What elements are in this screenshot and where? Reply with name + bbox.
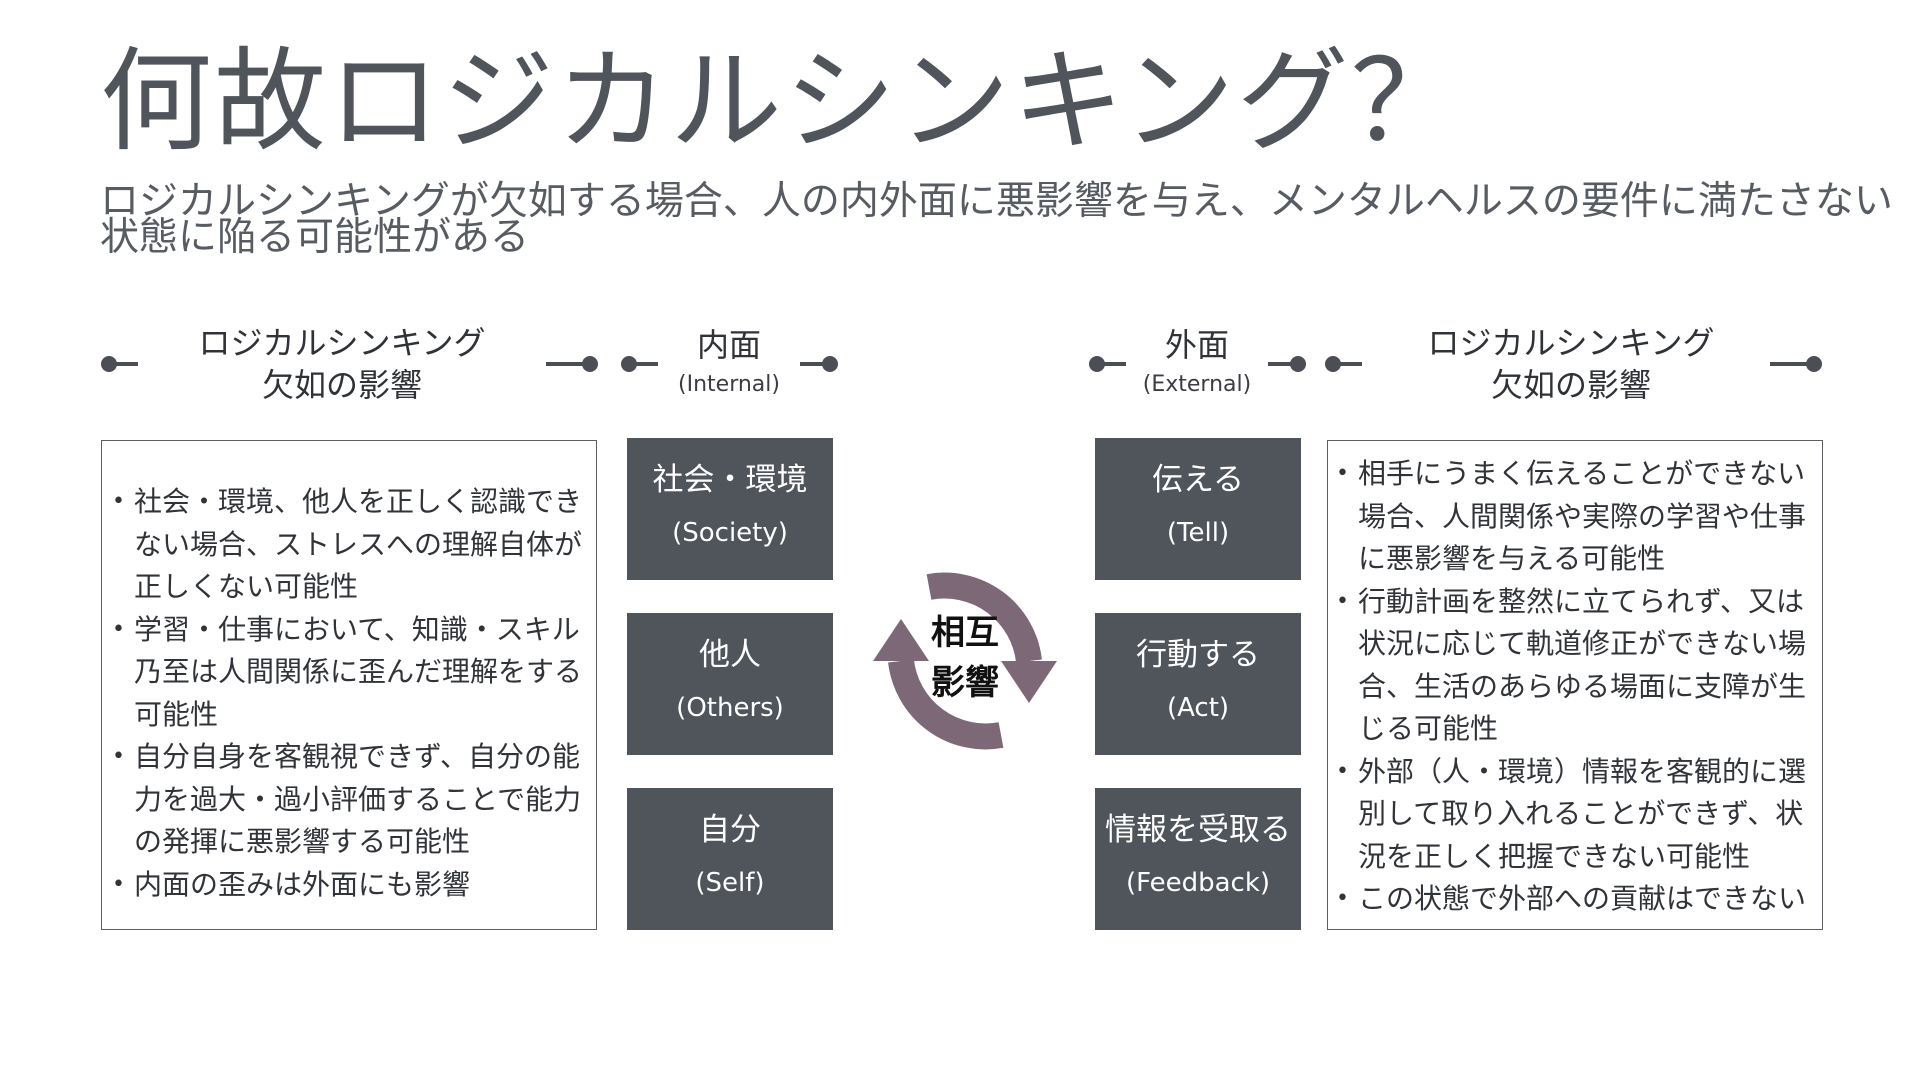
bullet-icon: • [1336,461,1349,486]
connector-line [1770,362,1814,366]
cycle-label: 相互 影響 [918,608,1012,708]
cycle-arc-bottom [888,659,1004,750]
left-panel-list: • 社会・環境、他人を正しく認識でき ない場合、ストレスへの理解自体が 正しくな… [110,481,588,906]
internal-heading-en: (Internal) [678,372,780,397]
right-heading-line-1: ロジカルシンキング [1427,324,1715,362]
list-item-line: 力を過大・過小評価することで能力 [134,782,582,816]
tile-label-en: (Feedback) [1125,868,1271,898]
external-tile-tell: 伝える (Tell) [1095,438,1301,580]
bullet-icon: • [112,489,125,514]
tile-label: 行動する [1136,637,1260,673]
tile-label-en: (Society) [672,518,788,548]
cycle-arrowhead-right [1001,661,1057,703]
list-item-line: 乃至は人間関係に歪んだ理解をする [134,655,583,688]
list-item-line: じる可能性 [1358,712,1499,745]
list-item: • 相手にうまく伝えることができない 場合、人間関係や実際の学習や仕事 に悪影響… [1334,453,1814,581]
list-item: • 行動計画を整然に立てられず、又は 状況に応じて軌道修正ができない場 合、生活… [1334,581,1814,751]
tile-label-en: (Self) [695,868,765,898]
list-item-line: 行動計画を整然に立てられず、又は [1358,584,1805,618]
tile-label: 社会・環境 [652,462,808,498]
list-item: • 学習・仕事において、知識・スキル 乃至は人間関係に歪んだ理解をする 可能性 [110,609,588,737]
subtitle-line-2: 状態に陥る可能性がある [100,215,530,260]
left-heading-line-2: 欠如の影響 [261,366,422,404]
right-heading-line-2: 欠如の影響 [1490,366,1651,404]
list-item-line: 合、生活のあらゆる場面に支障が生 [1358,669,1807,703]
page-subtitle: ロジカルシンキングが欠如する場合、人の内外面に悪影響を与え、メンタルヘルスの要件… [100,179,1893,260]
connector-dot [1806,356,1822,372]
list-item: • この状態で外部への貢献はできない [1334,878,1814,921]
connector-dot [1089,356,1105,372]
bullet-icon: • [112,744,125,769]
tile-label-en: (Tell) [1166,518,1230,548]
list-item-line: ない場合、ストレスへの理解自体が [134,527,583,561]
connector-line [1336,362,1362,366]
list-item: • 社会・環境、他人を正しく認識でき ない場合、ストレスへの理解自体が 正しくな… [110,481,588,609]
tile-label-en: (Act) [1166,693,1230,723]
left-panel-box: • 社会・環境、他人を正しく認識でき ない場合、ストレスへの理解自体が 正しくな… [101,440,597,930]
tile-label: 他人 [699,637,761,673]
list-item-line: 学習・仕事において、知識・スキル [134,612,580,646]
list-item: • 外部（人・環境）情報を客観的に選 別して取り入れることができず、状 況を正し… [1334,751,1814,879]
list-item-line: に悪影響を与える可能性 [1358,542,1666,575]
right-panel-list: • 相手にうまく伝えることができない 場合、人間関係や実際の学習や仕事 に悪影響… [1334,453,1814,921]
connector-line [800,362,826,366]
list-item-line: 場合、人間関係や実際の学習や仕事 [1358,499,1807,533]
bullet-icon: • [1336,588,1349,614]
tile-label: 情報を受取る [1105,812,1291,848]
connector-dot [582,356,598,372]
internal-heading: 内面 (Internal) [660,324,798,400]
cycle-arrowhead-left [873,619,929,661]
external-tile-feedback: 情報を受取る (Feedback) [1095,788,1301,930]
external-heading-en: (External) [1142,372,1252,397]
connector-line [1100,362,1126,366]
connector-dot [822,356,838,372]
bullet-icon: • [112,871,125,897]
list-item-line: この状態で外部への貢献はできない [1358,882,1807,915]
connector-line [546,362,590,366]
internal-tile-self: 自分 (Self) [627,788,833,930]
internal-tile-others: 他人 (Others) [627,613,833,755]
bullet-icon: • [112,616,125,642]
list-item-line: 正しくない可能性 [134,570,359,603]
right-panel-heading: ロジカルシンキング 欠如の影響 [1376,322,1766,406]
list-item-line: 状況に応じて軌道修正ができない場 [1358,627,1807,660]
list-item-line: の発揮に悪影響する可能性 [134,825,471,858]
list-item-line: 外部（人・環境）情報を客観的に選 [1358,754,1807,788]
connector-dot [1325,356,1341,372]
connector-line [1268,362,1294,366]
list-item-line: 況を正しく把握できない可能性 [1358,839,1751,873]
external-tile-act: 行動する (Act) [1095,613,1301,755]
mutual-influence-cycle-icon [873,572,1057,750]
connector-dot [621,356,637,372]
internal-tile-society: 社会・環境 (Society) [627,438,833,580]
tile-label-en: (Others) [676,693,784,723]
list-item: • 自分自身を客観視できず、自分の能 力を過大・過小評価することで能力 の発揮に… [110,736,588,864]
tile-label: 伝える [1151,462,1245,498]
list-item: • 内面の歪みは外面にも影響 [110,864,588,907]
left-panel-heading: ロジカルシンキング 欠如の影響 [150,322,534,406]
list-item-line: 可能性 [134,697,219,731]
list-item-line: 別して取り入れることができず、状 [1358,797,1804,830]
cycle-label-line-1: 相互 [931,613,999,653]
connector-dot [1290,356,1306,372]
bullet-icon: • [1336,886,1349,911]
list-item-line: 内面の歪みは外面にも影響 [134,867,471,901]
connector-line [632,362,658,366]
list-item-line: 相手にうまく伝えることができない [1358,457,1806,490]
internal-heading-label: 内面 [696,326,761,364]
subtitle-line-1: ロジカルシンキングが欠如する場合、人の内外面に悪影響を与え、メンタルヘルスの要件… [100,179,1893,224]
bullet-icon: • [1336,758,1349,784]
external-heading-label: 外面 [1164,326,1229,364]
cycle-label-line-2: 影響 [931,663,999,703]
right-panel-box: • 相手にうまく伝えることができない 場合、人間関係や実際の学習や仕事 に悪影響… [1327,440,1823,930]
connector-dot [101,356,117,372]
tile-label: 自分 [699,812,761,848]
list-item-line: 社会・環境、他人を正しく認識でき [134,485,583,518]
connector-line [112,362,138,366]
left-heading-line-1: ロジカルシンキング [198,324,486,362]
cycle-arc-top [926,572,1042,663]
page-title: 何故ロジカルシンキング？ [100,37,1465,167]
list-item-line: 自分自身を客観視できず、自分の能 [134,740,581,773]
external-heading: 外面 (External) [1128,324,1266,400]
